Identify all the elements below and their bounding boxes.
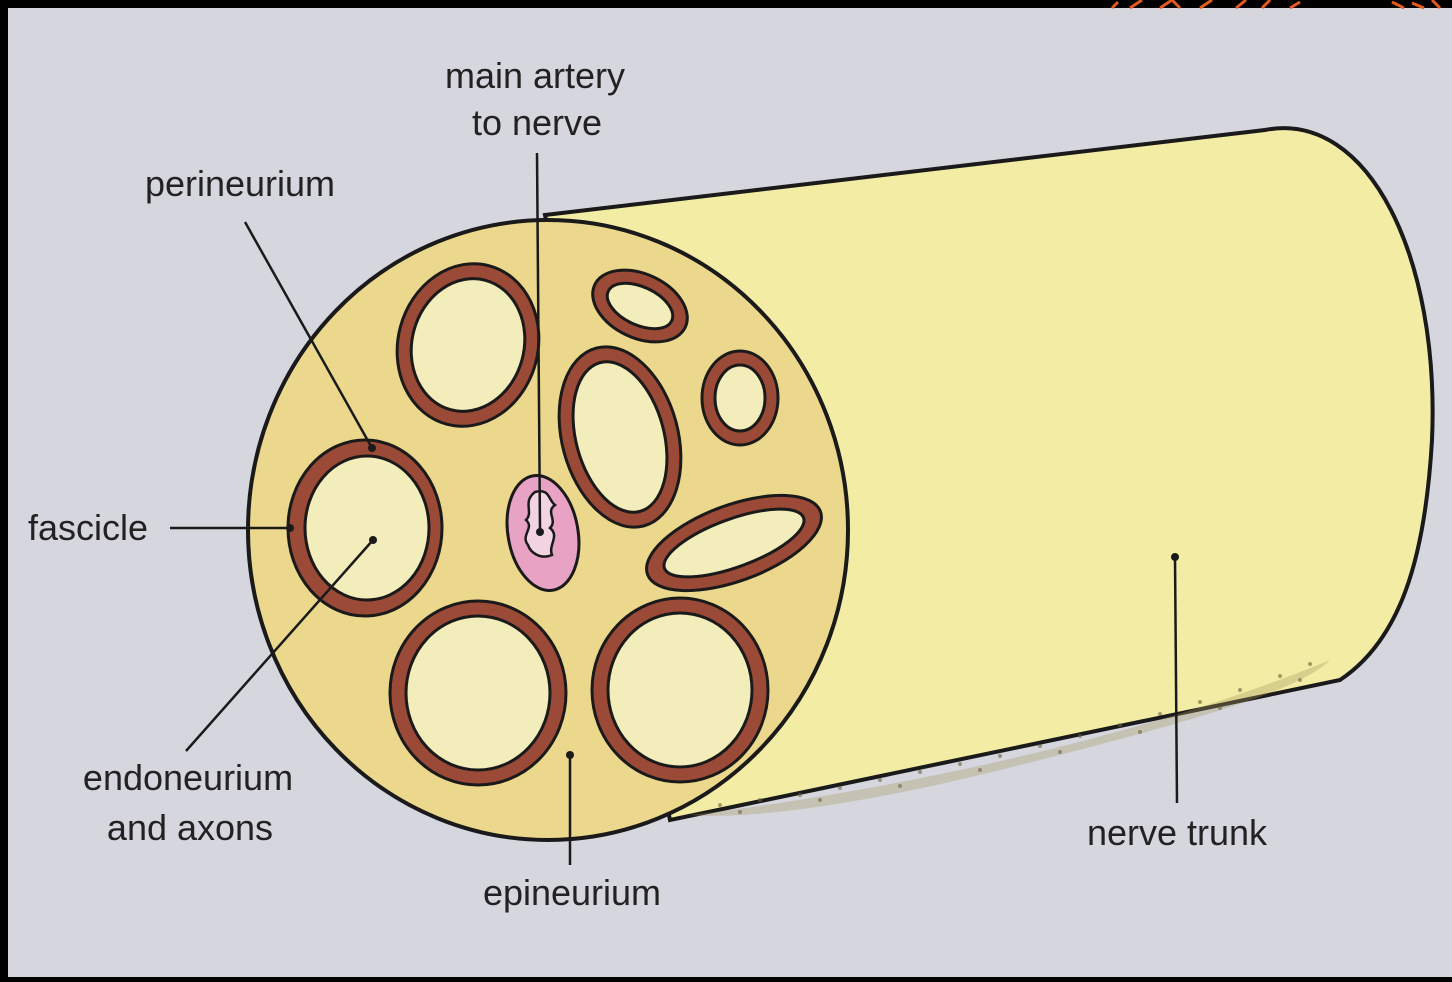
label-main-artery-line2: to nerve	[472, 102, 602, 143]
label-nerve-trunk: nerve trunk	[1087, 812, 1268, 853]
label-fascicle: fascicle	[28, 507, 148, 548]
fascicle-bottom-left-core	[406, 616, 550, 770]
label-endoneurium-line1: endoneurium	[83, 757, 293, 798]
fascicle-left-core	[305, 456, 429, 600]
fascicle-small-right-core	[715, 365, 765, 431]
label-main-artery-line1: main artery	[445, 55, 625, 96]
fascicle-bottom-right-core	[608, 613, 752, 767]
label-perineurium: perineurium	[145, 163, 335, 204]
label-epineurium: epineurium	[483, 872, 661, 913]
corner-artifact	[1112, 0, 1440, 8]
label-endoneurium-line2: and axons	[107, 807, 273, 848]
